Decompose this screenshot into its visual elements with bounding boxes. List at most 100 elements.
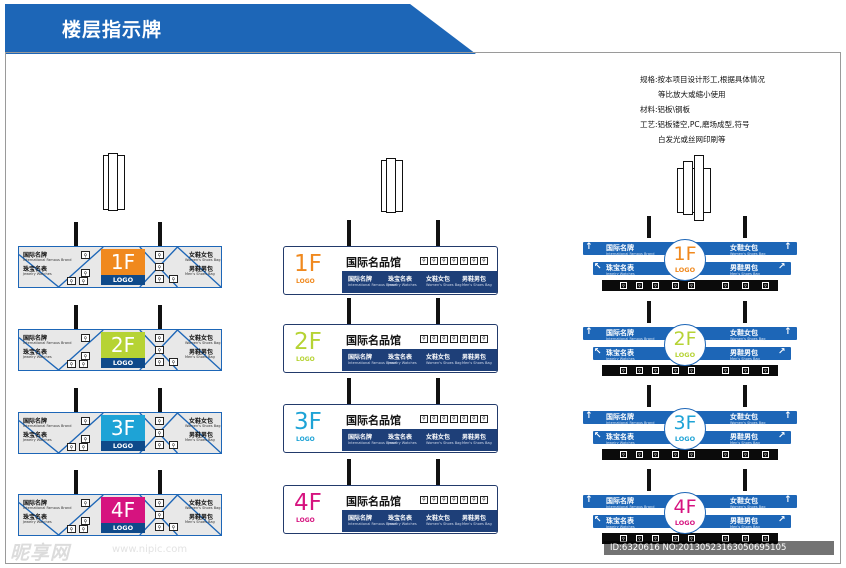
category-en: Jewelry Watches: [388, 361, 417, 365]
jewelry-label: 珠宝名表: [606, 349, 634, 357]
facility-icon: ⚲: [470, 335, 478, 343]
facility-icon: ⚲: [169, 358, 178, 366]
facility-icon: ⚲: [79, 443, 88, 451]
facility-icon: ⚲: [81, 417, 90, 425]
facility-icon: ⚲: [420, 496, 428, 504]
men-en: Men's Shoes Bag: [185, 272, 215, 276]
post-c-right: [743, 469, 747, 491]
category-en: Men's Shoes Bag: [462, 283, 492, 287]
facility-icon: ⚲: [155, 251, 164, 259]
floor-number: 2F: [294, 329, 322, 355]
facility-icon: ⚲: [155, 275, 164, 283]
facility-icon: ⚲: [722, 367, 729, 374]
floor-number: 2F: [101, 332, 145, 358]
facility-icon: ⚲: [470, 496, 478, 504]
category-en: Men's Shoes Bag: [462, 361, 492, 365]
category-en: Women's Shoes Bag: [426, 441, 462, 445]
post-b-right: [436, 220, 440, 246]
category-label: 女鞋女包: [426, 354, 451, 361]
facility-icon: ⚲: [430, 257, 438, 265]
hall-name: 国际名品馆: [346, 414, 401, 427]
arrow-upright-icon: ↗: [778, 262, 786, 272]
spec-line: 等比放大或缩小使用: [658, 90, 726, 99]
arrow-up-icon: ↑: [585, 495, 593, 505]
category-en: International Famous Brand: [348, 361, 397, 365]
category-label: 国际名牌: [348, 354, 373, 361]
arrow-upleft-icon: ↖: [594, 262, 602, 272]
facility-icon: ⚲: [762, 282, 769, 289]
jewelry-label: 珠宝名表: [606, 433, 634, 441]
facility-icon: ⚲: [155, 429, 164, 437]
post-b-left: [347, 459, 351, 485]
facility-icon: ⚲: [440, 496, 448, 504]
facility-icon: ⚲: [636, 451, 643, 458]
facility-icon: ⚲: [169, 275, 178, 283]
facility-icon: ⚲: [81, 499, 90, 507]
arrow-up-icon: ↑: [784, 411, 792, 421]
men-label: 男鞋男包: [730, 264, 758, 272]
logo-label: LOGO: [296, 278, 315, 285]
floor-number: 4F: [294, 490, 322, 516]
floor-number: 1F: [101, 249, 145, 275]
facility-icon: ⚲: [81, 517, 90, 525]
logo-label: LOGO: [674, 435, 696, 443]
intl-brand-en: International Famous Brand: [23, 258, 72, 262]
arrow-up-icon: ↑: [784, 495, 792, 505]
facility-icon: ⚲: [620, 367, 627, 374]
facility-icon: ⚲: [430, 496, 438, 504]
category-label: 女鞋女包: [426, 434, 451, 441]
logo-label: LOGO: [101, 523, 145, 533]
floor-number: 3F: [673, 412, 697, 434]
facility-icon: ⚲: [450, 257, 458, 265]
facility-strip: ⚲⚲⚲⚲⚲⚲⚲⚲: [602, 449, 778, 460]
logo-label: LOGO: [296, 436, 315, 443]
facility-icon: ⚲: [169, 523, 178, 531]
mount-c: [677, 155, 711, 221]
intl-brand-en: International Famous Brand: [23, 506, 72, 510]
arrow-up-icon: ↑: [585, 242, 593, 252]
facility-icon: ⚲: [722, 451, 729, 458]
women-en: Women's Shoes Bag: [185, 506, 221, 510]
facility-icon: ⚲: [420, 415, 428, 423]
men-label: 男鞋男包: [189, 349, 214, 356]
intl-brand-label: 国际名牌: [606, 329, 634, 337]
facility-icon: ⚲: [762, 367, 769, 374]
category-en: International Famous Brand: [348, 522, 397, 526]
men-label: 男鞋男包: [730, 433, 758, 441]
spec-notes: 规格:按本项目设计形工,根据具体情况 等比放大或缩小使用 材料:铝板\钢板 工艺…: [640, 72, 765, 147]
post-a-right: [158, 388, 162, 412]
post-c-right: [743, 385, 747, 407]
hall-name: 国际名品馆: [346, 495, 401, 508]
post-a-right: [158, 305, 162, 329]
jewelry-en: Jewelry Watches: [23, 272, 52, 276]
men-label: 男鞋男包: [730, 517, 758, 525]
floor-number: 3F: [294, 409, 322, 435]
post-a-left: [74, 470, 78, 494]
category-en: Women's Shoes Bag: [426, 283, 462, 287]
facility-icon: ⚲: [430, 415, 438, 423]
spec-line: 白发光或丝网印刷等: [658, 135, 726, 144]
women-label: 女鞋女包: [189, 418, 214, 425]
men-label: 男鞋男包: [730, 349, 758, 357]
women-en: Women's Shoes Bag: [730, 505, 766, 509]
post-c-right: [743, 216, 747, 238]
facility-icon: ⚲: [67, 525, 76, 533]
facility-icon: ⚲: [688, 367, 695, 374]
men-en: Men's Shoes Bag: [185, 438, 215, 442]
facility-icon: ⚲: [155, 441, 164, 449]
arrow-upleft-icon: ↖: [594, 515, 602, 525]
facility-icon: ⚲: [450, 415, 458, 423]
men-label: 男鞋男包: [189, 514, 214, 521]
facility-icon: ⚲: [155, 358, 164, 366]
facility-icon: ⚲: [79, 360, 88, 368]
